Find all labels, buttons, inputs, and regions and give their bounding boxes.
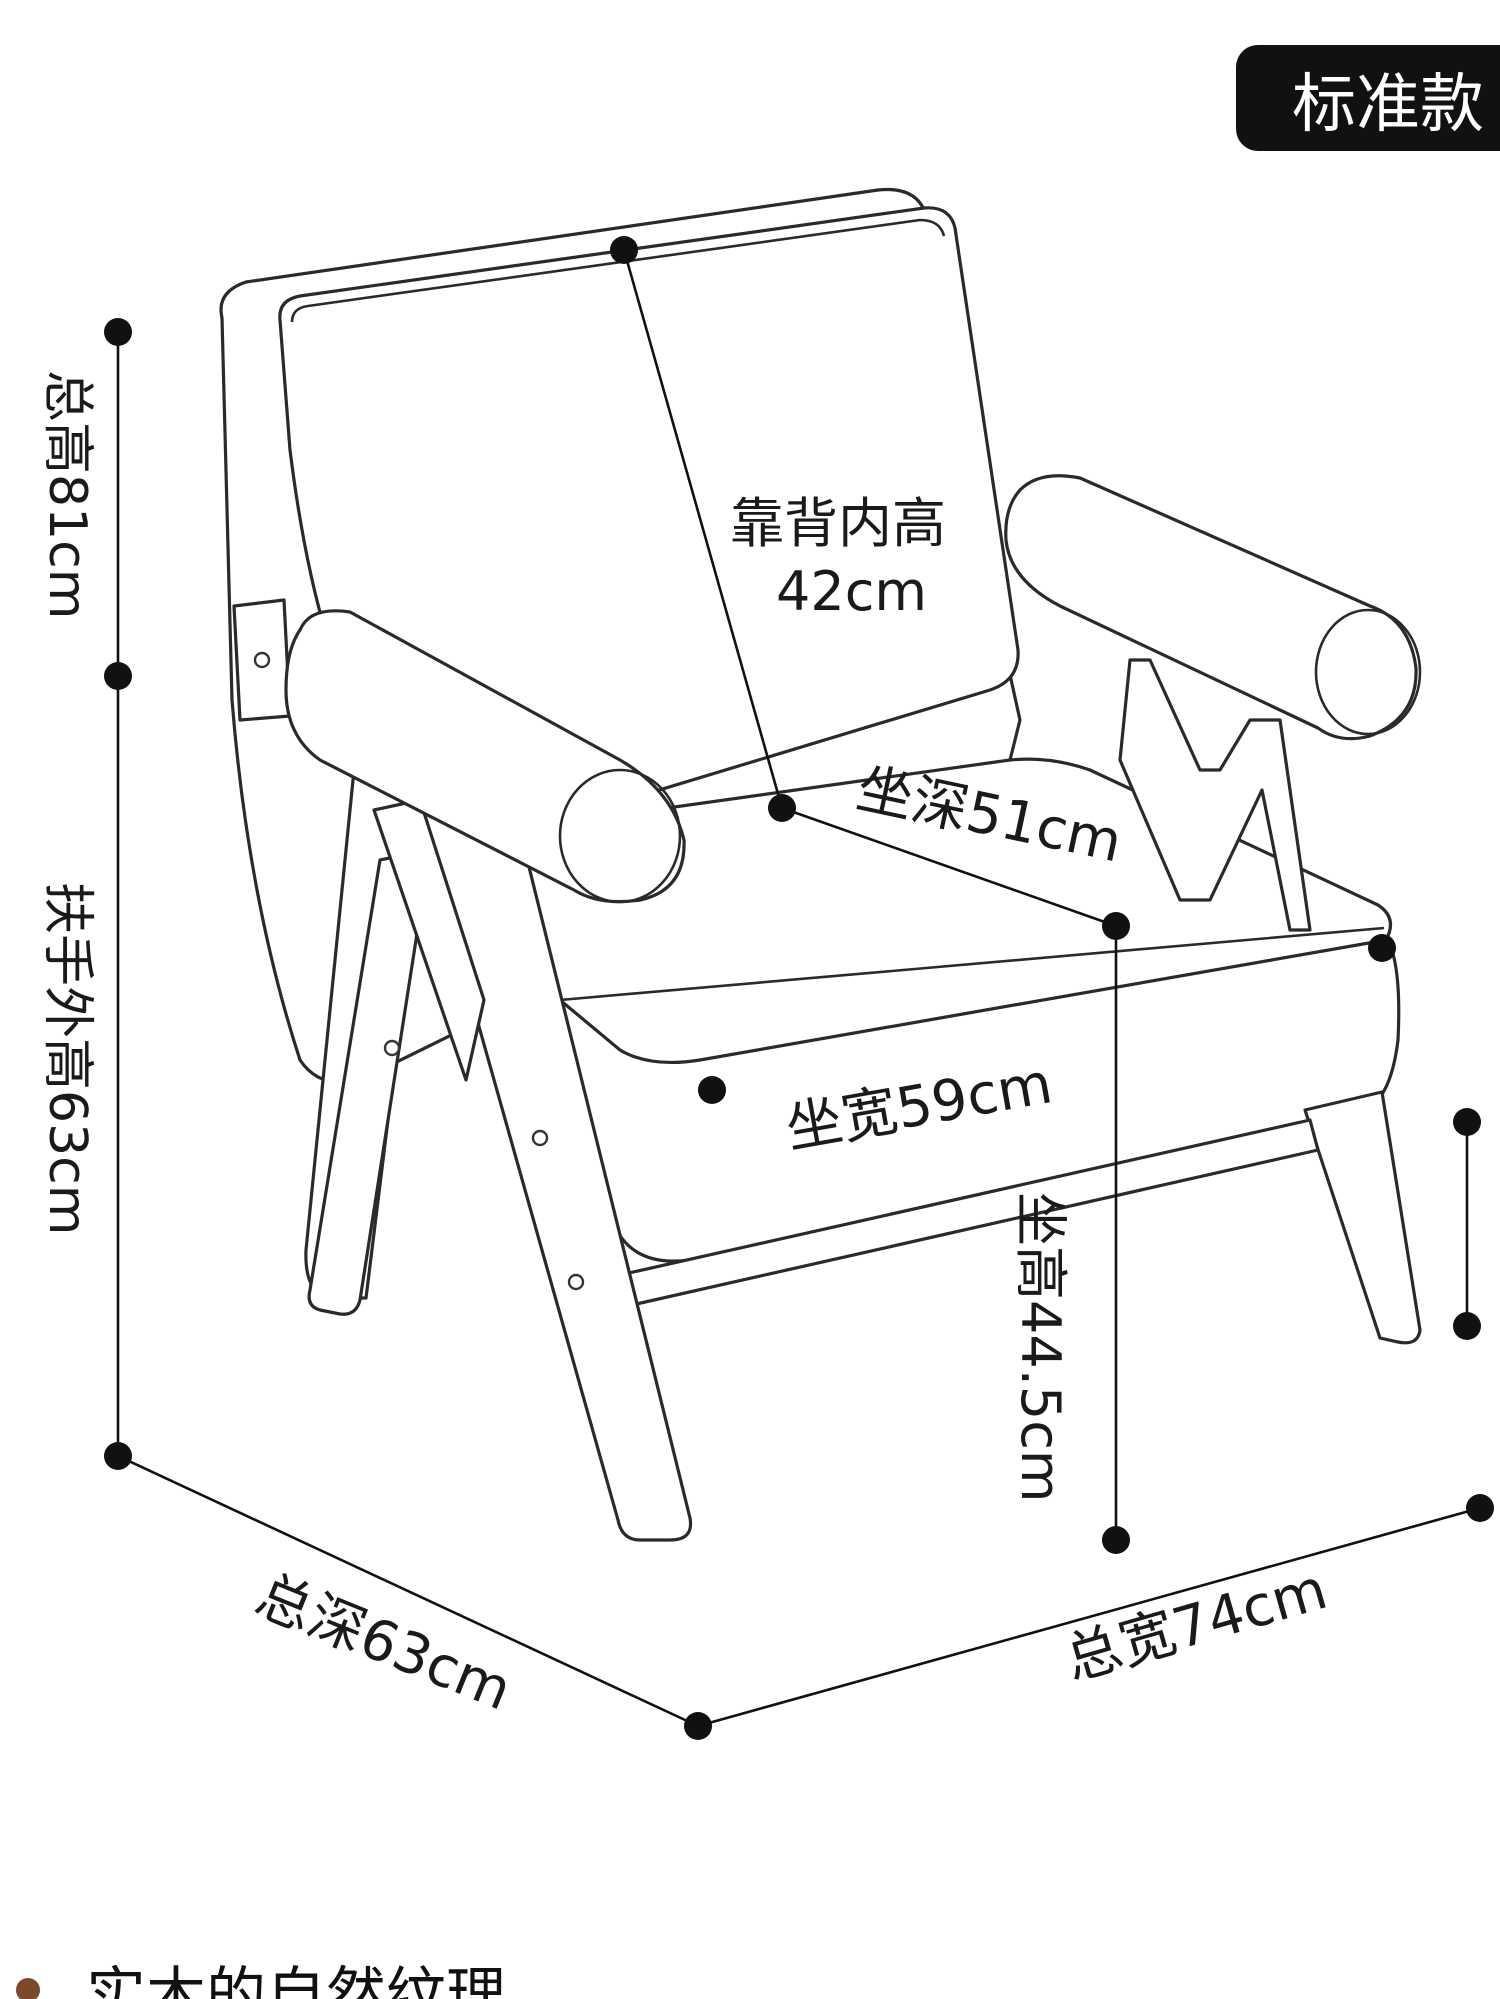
left-armrest-end <box>558 768 682 904</box>
front-left-leg <box>416 788 693 1542</box>
label-total-height: 总高81cm <box>37 370 97 619</box>
total-depth-line <box>117 1454 699 1728</box>
seat-cushion-piping <box>559 926 1385 1002</box>
dot-seat-height-bottom <box>1102 1526 1130 1554</box>
badge-label: 标准款 <box>1292 68 1484 142</box>
label-armrest-height: 扶手外高63cm <box>37 882 97 1235</box>
back-inner-height-line <box>622 249 784 809</box>
dot-right-bottom <box>1453 1312 1481 1340</box>
footer-bullet <box>16 1978 40 1999</box>
badge-background <box>1236 45 1500 151</box>
dot-seat-width-left <box>698 1076 726 1104</box>
chair-illustration <box>219 187 1422 1542</box>
label-total-width: 总宽74cm <box>1058 1557 1334 1694</box>
dot-right-top <box>1453 1108 1481 1136</box>
label-back-inner-height-value: 42cm <box>776 560 927 623</box>
front-right-leg <box>1303 1090 1422 1345</box>
leg-screw-2 <box>531 1129 549 1147</box>
right-armrest <box>1004 474 1418 741</box>
measurement-lines <box>104 236 1494 1740</box>
label-back-inner-height: 靠背内高 <box>730 492 946 555</box>
label-total-depth: 总深63cm <box>247 1563 520 1724</box>
dot-width-right <box>1466 1494 1494 1522</box>
leg-screw-3 <box>567 1273 585 1291</box>
right-arm-support <box>1118 658 1312 932</box>
bracket-screw <box>253 651 271 669</box>
dot-seat-width-right <box>1368 934 1396 962</box>
left-armrest <box>284 609 686 904</box>
dot-front-corner <box>684 1712 712 1740</box>
seat-depth-line <box>781 806 1117 928</box>
back-cushion <box>278 206 1020 825</box>
dot-back-top <box>610 236 638 264</box>
footer: 实木的自然纹理 <box>16 1961 506 1999</box>
leg-screw-1 <box>383 1039 401 1057</box>
dot-total-height-top <box>104 318 132 346</box>
right-armrest-end <box>1314 608 1422 736</box>
label-seat-height: 坐高44.5cm <box>1009 1192 1072 1503</box>
back-cushion-piping <box>290 218 946 323</box>
total-width-line <box>697 1506 1481 1728</box>
badge: 标准款 <box>1236 45 1500 151</box>
dot-armrest-top <box>104 662 132 690</box>
left-diagonal-leg <box>307 848 432 1316</box>
footer-caption: 实木的自然纹理 <box>86 1961 506 1999</box>
